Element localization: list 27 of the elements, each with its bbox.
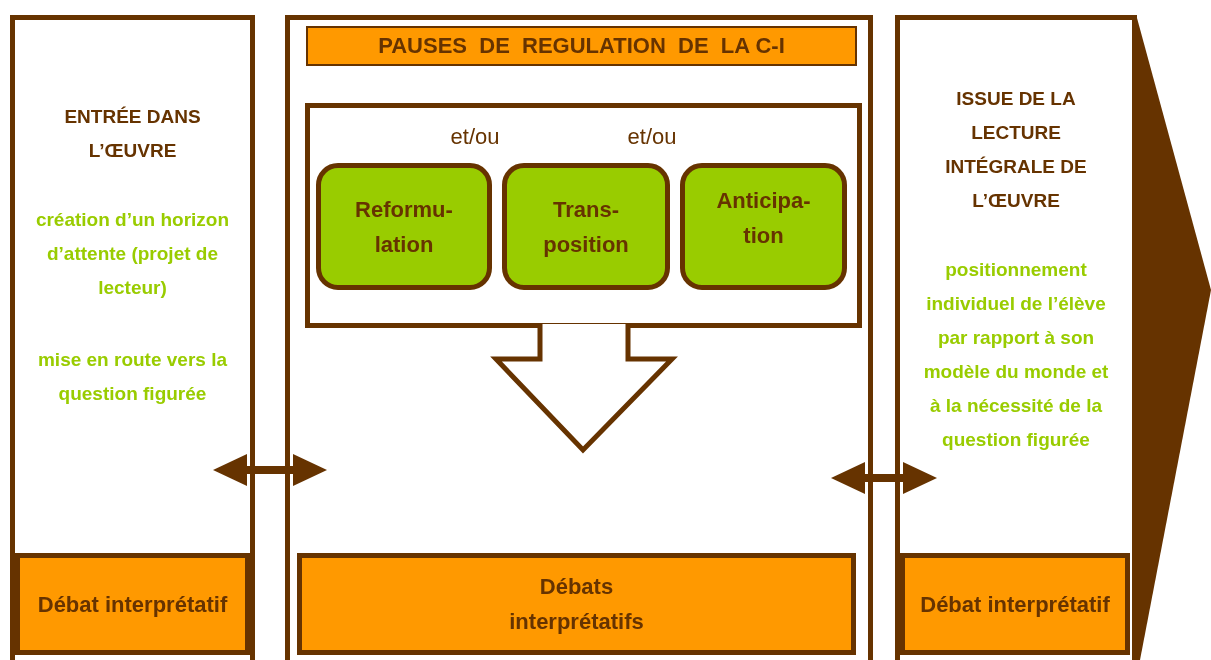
stage-description: mise en route vers la question figurée: [36, 348, 228, 406]
title-text: PAUSES DE REGULATION DE LA C-I: [378, 33, 785, 59]
stage-description: positionnement individuel de l’élève par rapport à son modèle du monde et à la nécessité de la question figurée: [922, 258, 1110, 452]
debate-label: Débats interprétatifs: [508, 573, 645, 636]
title-banner: [306, 26, 857, 66]
stage-heading: ENTRÉE DANS L’ŒUVRE: [63, 105, 202, 163]
connector-word: et/ou: [449, 123, 501, 151]
activity-label: Trans- position: [542, 195, 630, 259]
debate-label: Débat interprétatif: [36, 590, 229, 619]
debate-label: Débat interprétatif: [919, 590, 1111, 619]
inner-box: [305, 103, 862, 328]
stage-panel: [285, 15, 873, 660]
double-arrow: [213, 454, 327, 486]
activity-label: Anticipa- tion: [715, 186, 812, 250]
activity-box: [502, 163, 670, 290]
block-arrow: [490, 321, 678, 454]
stage-description: création d’un horizon d’attente (projet de lecteur): [34, 208, 231, 300]
double-arrow: [831, 462, 937, 494]
activity-box: [316, 163, 492, 290]
stage-panel: [895, 15, 1137, 660]
debate-box: [297, 553, 856, 655]
stage-panel: [10, 15, 255, 660]
debate-box: [900, 553, 1130, 655]
stage-heading: ISSUE DE LA LECTURE INTÉGRALE DE L’ŒUVRE: [944, 87, 1088, 213]
activity-label: Reformu- lation: [354, 195, 454, 259]
activity-box: [680, 163, 847, 290]
connector-word: et/ou: [626, 123, 678, 151]
